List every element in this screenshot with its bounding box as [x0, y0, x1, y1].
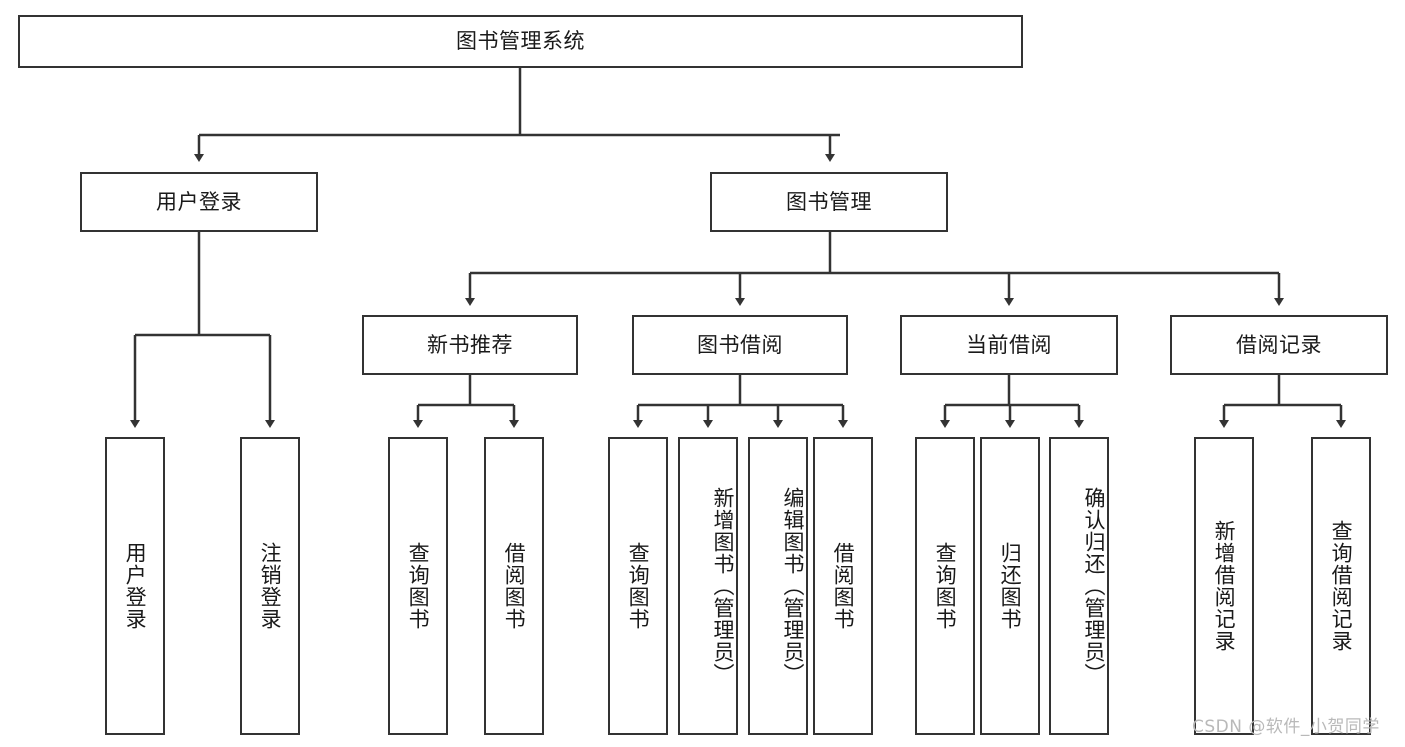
node-borrow-record[interactable]: 借阅记录	[1170, 315, 1388, 375]
node-current-borrow[interactable]: 当前借阅	[900, 315, 1118, 375]
leaf-add-book[interactable]: 新增图书（管理员）	[678, 437, 738, 735]
leaf-user-login[interactable]: 用户登录	[105, 437, 165, 735]
leaf-borrow-book-2[interactable]: 借阅图书	[813, 437, 873, 735]
leaf-query-record[interactable]: 查询借阅记录	[1311, 437, 1371, 735]
leaf-confirm-return[interactable]: 确认归还（管理员）	[1049, 437, 1109, 735]
node-new-book-recommend[interactable]: 新书推荐	[362, 315, 578, 375]
node-root-system[interactable]: 图书管理系统	[18, 15, 1023, 68]
leaf-add-record[interactable]: 新增借阅记录	[1194, 437, 1254, 735]
leaf-logout-login[interactable]: 注销登录	[240, 437, 300, 735]
leaf-edit-book[interactable]: 编辑图书（管理员）	[748, 437, 808, 735]
leaf-query-book-2[interactable]: 查询图书	[608, 437, 668, 735]
leaf-query-book-3[interactable]: 查询图书	[915, 437, 975, 735]
node-book-management[interactable]: 图书管理	[710, 172, 948, 232]
leaf-return-book[interactable]: 归还图书	[980, 437, 1040, 735]
node-user-login[interactable]: 用户登录	[80, 172, 318, 232]
leaf-query-book-1[interactable]: 查询图书	[388, 437, 448, 735]
csdn-watermark: CSDN @软件_小贺同学	[1192, 717, 1380, 737]
node-book-borrow[interactable]: 图书借阅	[632, 315, 848, 375]
leaf-borrow-book-1[interactable]: 借阅图书	[484, 437, 544, 735]
